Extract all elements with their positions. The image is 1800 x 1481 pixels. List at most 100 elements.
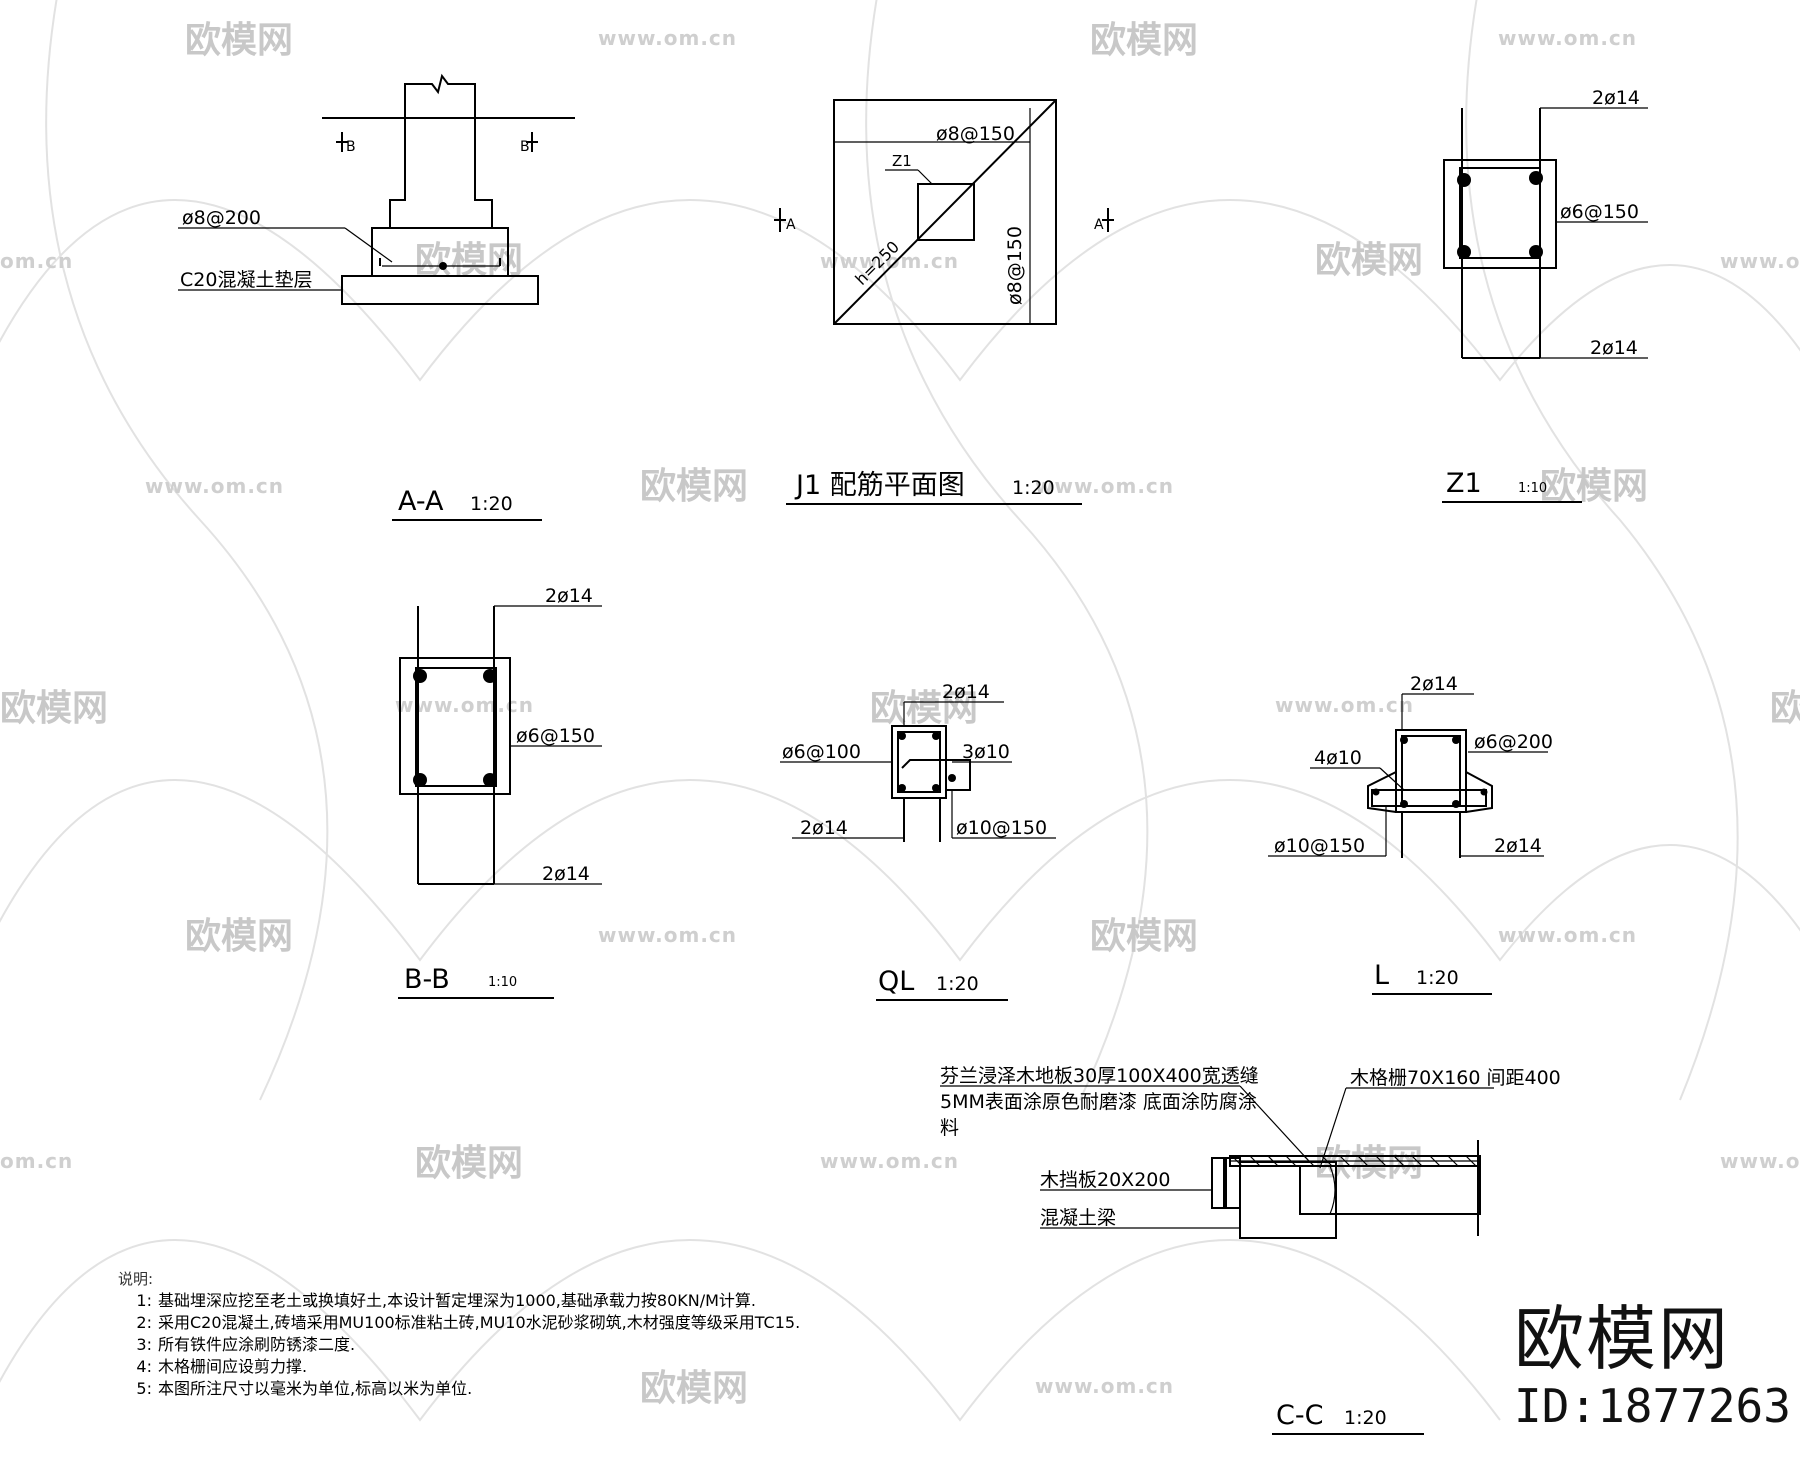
cc-title: C-C bbox=[1276, 1400, 1323, 1431]
cut-mark-b-right: B bbox=[520, 139, 530, 155]
watermark-logo: 欧模网 bbox=[185, 20, 293, 61]
section-j1-plan: Z1 ø8@150 ø8@150 h=250 A A J1 配筋平面图 1:20 bbox=[774, 99, 1114, 505]
section-ql: 2ø14 ø6@100 3ø10 2ø14 ø10@150 QL 1:20 bbox=[780, 681, 1056, 1001]
note-item: 3: 所有铁件应涂刷防锈漆二度. bbox=[118, 1334, 1018, 1356]
section-c-c: 芬兰浸泽木地板30厚100X400宽透缝 5MM表面涂原色耐磨漆 底面涂防腐涂 … bbox=[940, 1065, 1561, 1435]
cc-floor-line3: 料 bbox=[940, 1117, 959, 1139]
watermark-logo: 欧模网 bbox=[870, 688, 978, 729]
watermark-site: www.om.cn bbox=[145, 474, 284, 498]
watermark-site: www.om.cn bbox=[1275, 693, 1414, 717]
note-item: 1: 基础埋深应挖至老土或换填好土,本设计暂定埋深为1000,基础承载力按80KN… bbox=[118, 1290, 1018, 1312]
ql-bottom-bars: 2ø14 bbox=[800, 817, 848, 839]
ql-link: ø10@150 bbox=[956, 817, 1047, 839]
note-item: 4: 木格栅间应设剪力撑. bbox=[118, 1356, 1018, 1378]
watermark-logo: 欧模网 bbox=[1090, 20, 1198, 61]
l-top-bars: 2ø14 bbox=[1410, 673, 1458, 695]
j1-column-label: Z1 bbox=[892, 152, 912, 170]
watermark-site: www.om.cn bbox=[1720, 1149, 1800, 1173]
watermark-logo: 欧模网 bbox=[0, 688, 108, 729]
watermark-logo: 欧模网 bbox=[1315, 240, 1423, 281]
section-a-a: B B ø8@200 C20混凝土垫层 A-A 1:20 bbox=[178, 73, 575, 521]
watermark-logo: 欧模网 bbox=[1315, 1143, 1423, 1184]
l-side-bars: 4ø10 bbox=[1314, 747, 1362, 769]
j1-title: J1 配筋平面图 bbox=[794, 470, 965, 501]
z1-scale: 1:10 bbox=[1518, 481, 1547, 496]
watermark-site: www.om.cn bbox=[1498, 923, 1637, 947]
cc-scale: 1:20 bbox=[1344, 1407, 1387, 1429]
note-text: 本图所注尺寸以毫米为单位,标高以米为单位. bbox=[158, 1379, 473, 1398]
j1-rebar-x: ø8@150 bbox=[936, 123, 1015, 145]
cc-floor-line1: 芬兰浸泽木地板30厚100X400宽透缝 bbox=[940, 1065, 1259, 1087]
watermark-logo: 欧模网 bbox=[1540, 466, 1648, 507]
note-number: 3: bbox=[136, 1335, 152, 1354]
ql-stirrup: ø6@100 bbox=[782, 741, 861, 763]
bb-stirrup: ø6@150 bbox=[516, 725, 595, 747]
watermark-logo: 欧模网 bbox=[415, 240, 523, 281]
cc-joist-label: 木格栅70X160 间距400 bbox=[1350, 1067, 1561, 1089]
bb-title: B-B bbox=[404, 964, 450, 995]
z1-stirrup: ø6@150 bbox=[1560, 201, 1639, 223]
brand-id: ID:1877263 bbox=[1514, 1379, 1791, 1433]
watermark-logo: 欧模网 bbox=[640, 1368, 748, 1409]
cc-board-label: 木挡板20X200 bbox=[1040, 1169, 1170, 1191]
cut-mark-b-left: B bbox=[346, 139, 356, 155]
z1-bottom-bars: 2ø14 bbox=[1590, 337, 1638, 359]
j1-rebar-y: ø8@150 bbox=[1004, 226, 1026, 305]
design-notes: 说明: 1: 基础埋深应挖至老土或换填好土,本设计暂定埋深为1000,基础承载力按… bbox=[118, 1268, 1018, 1400]
note-number: 5: bbox=[136, 1379, 152, 1398]
note-item: 5: 本图所注尺寸以毫米为单位,标高以米为单位. bbox=[118, 1378, 1018, 1400]
note-number: 1: bbox=[136, 1291, 152, 1310]
note-number: 2: bbox=[136, 1313, 152, 1332]
watermark-layer: 欧模网 www.om.cn 欧模网 www.om.cn om.cn 欧模网 ww… bbox=[0, 0, 1800, 1422]
watermark-site: www.om.cn bbox=[598, 923, 737, 947]
bb-top-bars: 2ø14 bbox=[545, 585, 593, 607]
aa-base-label: C20混凝土垫层 bbox=[180, 269, 312, 291]
watermark-short: om.cn bbox=[0, 249, 73, 273]
bb-bottom-bars: 2ø14 bbox=[542, 863, 590, 885]
brand-badge: 欧模网 ID:1877263 bbox=[1514, 1300, 1791, 1434]
watermark-logo: 欧模网 bbox=[185, 916, 293, 957]
j1-scale: 1:20 bbox=[1012, 477, 1055, 499]
bb-scale: 1:10 bbox=[488, 975, 517, 990]
brand-name: 欧模网 bbox=[1514, 1298, 1730, 1380]
l-bottom-bars: 2ø14 bbox=[1494, 835, 1542, 857]
ql-mid-bars: 3ø10 bbox=[962, 741, 1010, 763]
note-item: 2: 采用C20混凝土,砖墙采用MU100标准粘土砖,MU10水泥砂浆砌筑,木材强… bbox=[118, 1312, 1018, 1334]
l-stirrup: ø6@200 bbox=[1474, 731, 1553, 753]
ql-scale: 1:20 bbox=[936, 973, 979, 995]
cc-beam-label: 混凝土梁 bbox=[1040, 1207, 1116, 1229]
cc-floor-line2: 5MM表面涂原色耐磨漆 底面涂防腐涂 bbox=[940, 1091, 1257, 1113]
ql-top-bars: 2ø14 bbox=[942, 681, 990, 703]
note-text: 所有铁件应涂刷防锈漆二度. bbox=[158, 1335, 356, 1354]
watermark-site: www.om.cn bbox=[1035, 474, 1174, 498]
watermark-logo: 欧模网 bbox=[640, 466, 748, 507]
note-number: 4: bbox=[136, 1357, 152, 1376]
aa-scale: 1:20 bbox=[470, 493, 513, 515]
watermark-logo: 欧模网 bbox=[415, 1143, 523, 1184]
notes-heading: 说明: bbox=[118, 1270, 154, 1288]
cut-mark-a-left: A bbox=[786, 217, 796, 233]
watermark-logo: 欧模网 bbox=[1090, 916, 1198, 957]
watermark-short: om.cn bbox=[0, 1149, 73, 1173]
aa-title: A-A bbox=[398, 486, 444, 517]
watermark-site: www.om.cn bbox=[1498, 26, 1637, 50]
section-b-b: 2ø14 ø6@150 2ø14 B-B 1:10 bbox=[398, 585, 602, 999]
z1-title: Z1 bbox=[1446, 468, 1482, 499]
note-text: 基础埋深应挖至老土或换填好土,本设计暂定埋深为1000,基础承载力按80KN/M… bbox=[158, 1291, 756, 1310]
section-z1: 2ø14 ø6@150 2ø14 Z1 1:10 bbox=[1442, 87, 1648, 503]
watermark-site: www.om.cn bbox=[820, 1149, 959, 1173]
watermark-site: www.om.cn bbox=[598, 26, 737, 50]
watermark-site: www.om.cn bbox=[1035, 1374, 1174, 1398]
cut-mark-a-right: A bbox=[1094, 217, 1104, 233]
l-title: L bbox=[1374, 960, 1389, 991]
note-text: 木格栅间应设剪力撑. bbox=[158, 1357, 308, 1376]
watermark-logo: 欧模网 bbox=[1770, 688, 1800, 729]
note-text: 采用C20混凝土,砖墙采用MU100标准粘土砖,MU10水泥砂浆砌筑,木材强度等… bbox=[158, 1313, 801, 1332]
ql-title: QL bbox=[878, 966, 914, 997]
l-link: ø10@150 bbox=[1274, 835, 1365, 857]
watermark-site: www.om.cn bbox=[1720, 249, 1800, 273]
section-l: 2ø14 ø6@200 4ø10 ø10@150 2ø14 L 1:20 bbox=[1268, 673, 1553, 995]
z1-top-bars: 2ø14 bbox=[1592, 87, 1640, 109]
aa-rebar-label: ø8@200 bbox=[182, 207, 261, 229]
